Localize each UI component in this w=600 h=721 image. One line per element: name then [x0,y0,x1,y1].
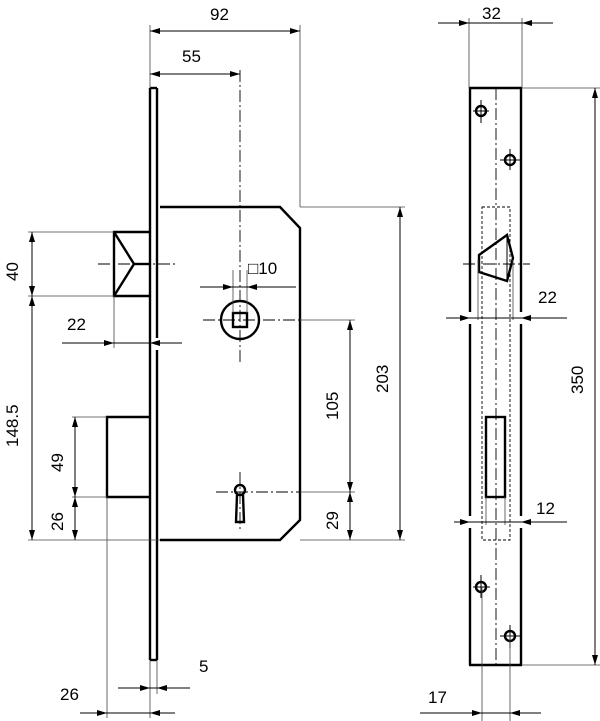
dim-deadbolt-to-bottom: 26 [48,512,67,531]
dim-screw-offset: 17 [428,688,447,707]
dim-latch-throw: 22 [67,315,86,334]
dim-backset: 55 [182,47,201,66]
side-extension-lines [468,18,600,721]
screws [473,100,520,648]
dim-deadbolt-width: 12 [536,499,555,518]
spindle-follower [203,70,300,362]
extension-lines [28,25,405,718]
screw-icon [473,575,490,598]
latch-bolt [98,230,178,298]
dim-overall-width: 92 [210,5,229,24]
side-deadbolt [484,415,507,499]
dim-latch-width: 22 [538,288,557,307]
dim-faceplate-thickness: 5 [199,657,208,676]
dim-follower-to-keyhole: 105 [323,392,342,420]
keyhole [216,472,300,530]
dim-faceplate-length: 350 [568,366,587,394]
dim-latch-height: 40 [3,262,22,281]
dim-keyhole-to-bottom: 29 [323,511,342,530]
lock-case [160,205,302,542]
side-latch [463,233,530,283]
dim-case-height: 203 [373,365,392,393]
dim-deadbolt-height: 49 [48,453,67,472]
case-outline-hidden [481,206,511,541]
dim-faceplate-width: 32 [482,4,501,23]
side-faceplate [468,86,523,667]
side-view: 32 350 22 12 17 [420,4,600,721]
front-view: 92 55 40 22 148.5 49 26 203 105 29 □10 5… [3,5,405,718]
dimension-lines [29,28,403,716]
side-dimension-lines [420,20,598,716]
screw-icon [500,149,520,170]
dead-bolt [105,415,150,499]
screw-icon [473,100,489,123]
faceplate [148,86,159,662]
dim-spindle-square: □10 [248,259,277,278]
dim-latch-to-bottom: 148.5 [3,404,22,447]
dim-deadbolt-throw: 26 [60,685,79,704]
